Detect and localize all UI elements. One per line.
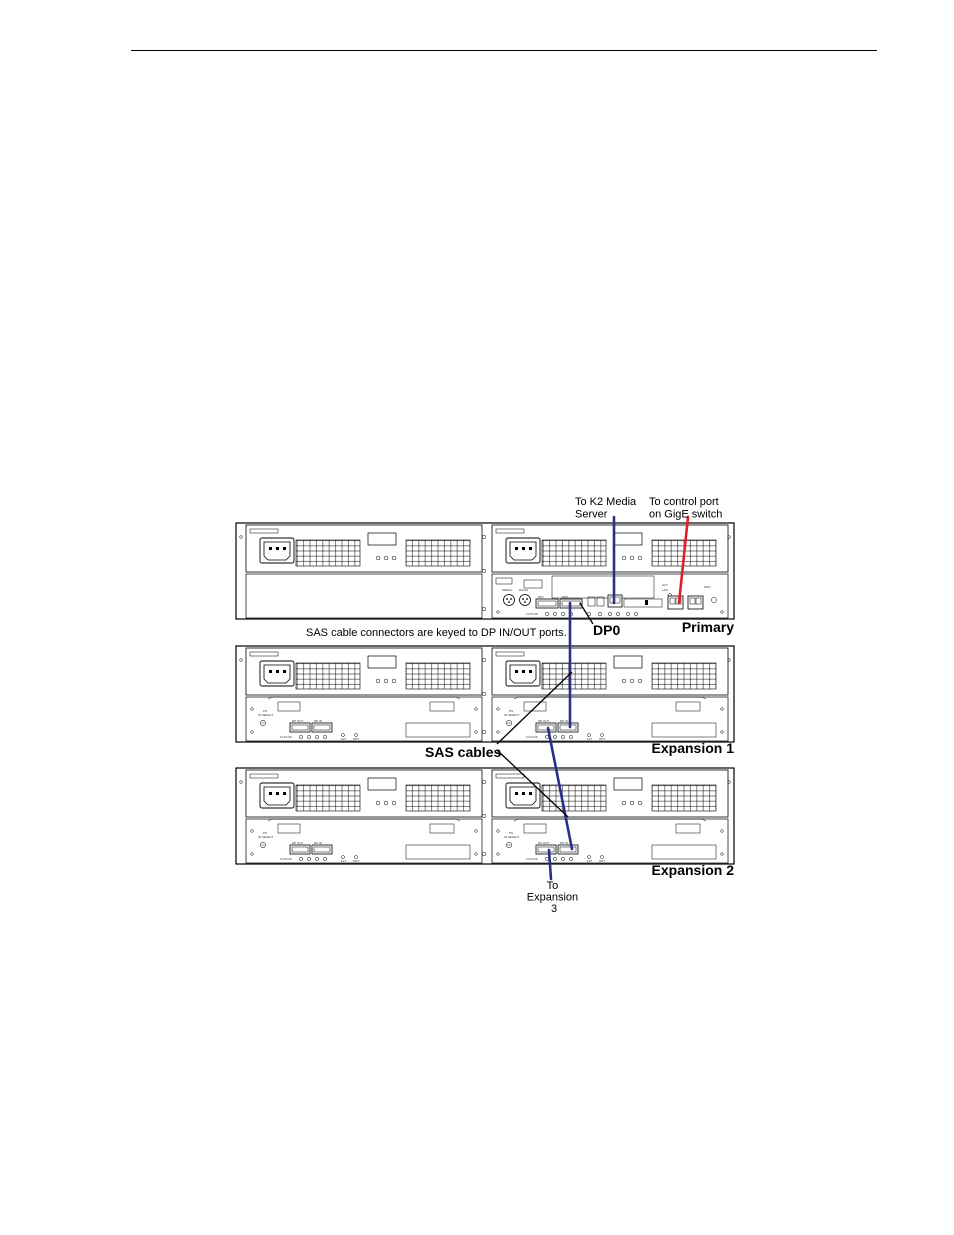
- dp0-label: DP0: [593, 622, 620, 638]
- control-port-cable: [677, 515, 690, 605]
- header-rule: [131, 50, 877, 51]
- keyed-connector-note: SAS cable connectors are keyed to DP IN/…: [306, 627, 567, 639]
- primary-controller-io: [491, 573, 729, 619]
- expansion1-chassis: [236, 646, 734, 742]
- leader-lines: [496, 602, 594, 818]
- k2-server-label: To K2 Media Server: [575, 496, 639, 521]
- to-expansion3-label: To Expansion 3: [527, 880, 581, 915]
- expansion2-to-expansion3-cable: [547, 848, 553, 881]
- sas-cables-label: SAS cables: [425, 744, 501, 760]
- primary-raid-chassis: [236, 523, 734, 619]
- expansion2-io-b: [491, 818, 729, 864]
- controller-blank-panel: [245, 573, 483, 619]
- expansion1-io-b: [491, 696, 729, 742]
- expansion2-io-a: [245, 818, 483, 864]
- sas-cables: [546, 515, 690, 881]
- expansion2-label: Expansion 2: [652, 862, 735, 878]
- expansion2-chassis: [236, 768, 734, 864]
- expansion1-label: Expansion 1: [652, 740, 735, 756]
- expansion1-to-expansion2-cable: [546, 726, 574, 851]
- control-port-label: To control port on GigE switch: [649, 496, 722, 521]
- primary-label: Primary: [682, 619, 734, 635]
- expansion1-io-a: [245, 696, 483, 742]
